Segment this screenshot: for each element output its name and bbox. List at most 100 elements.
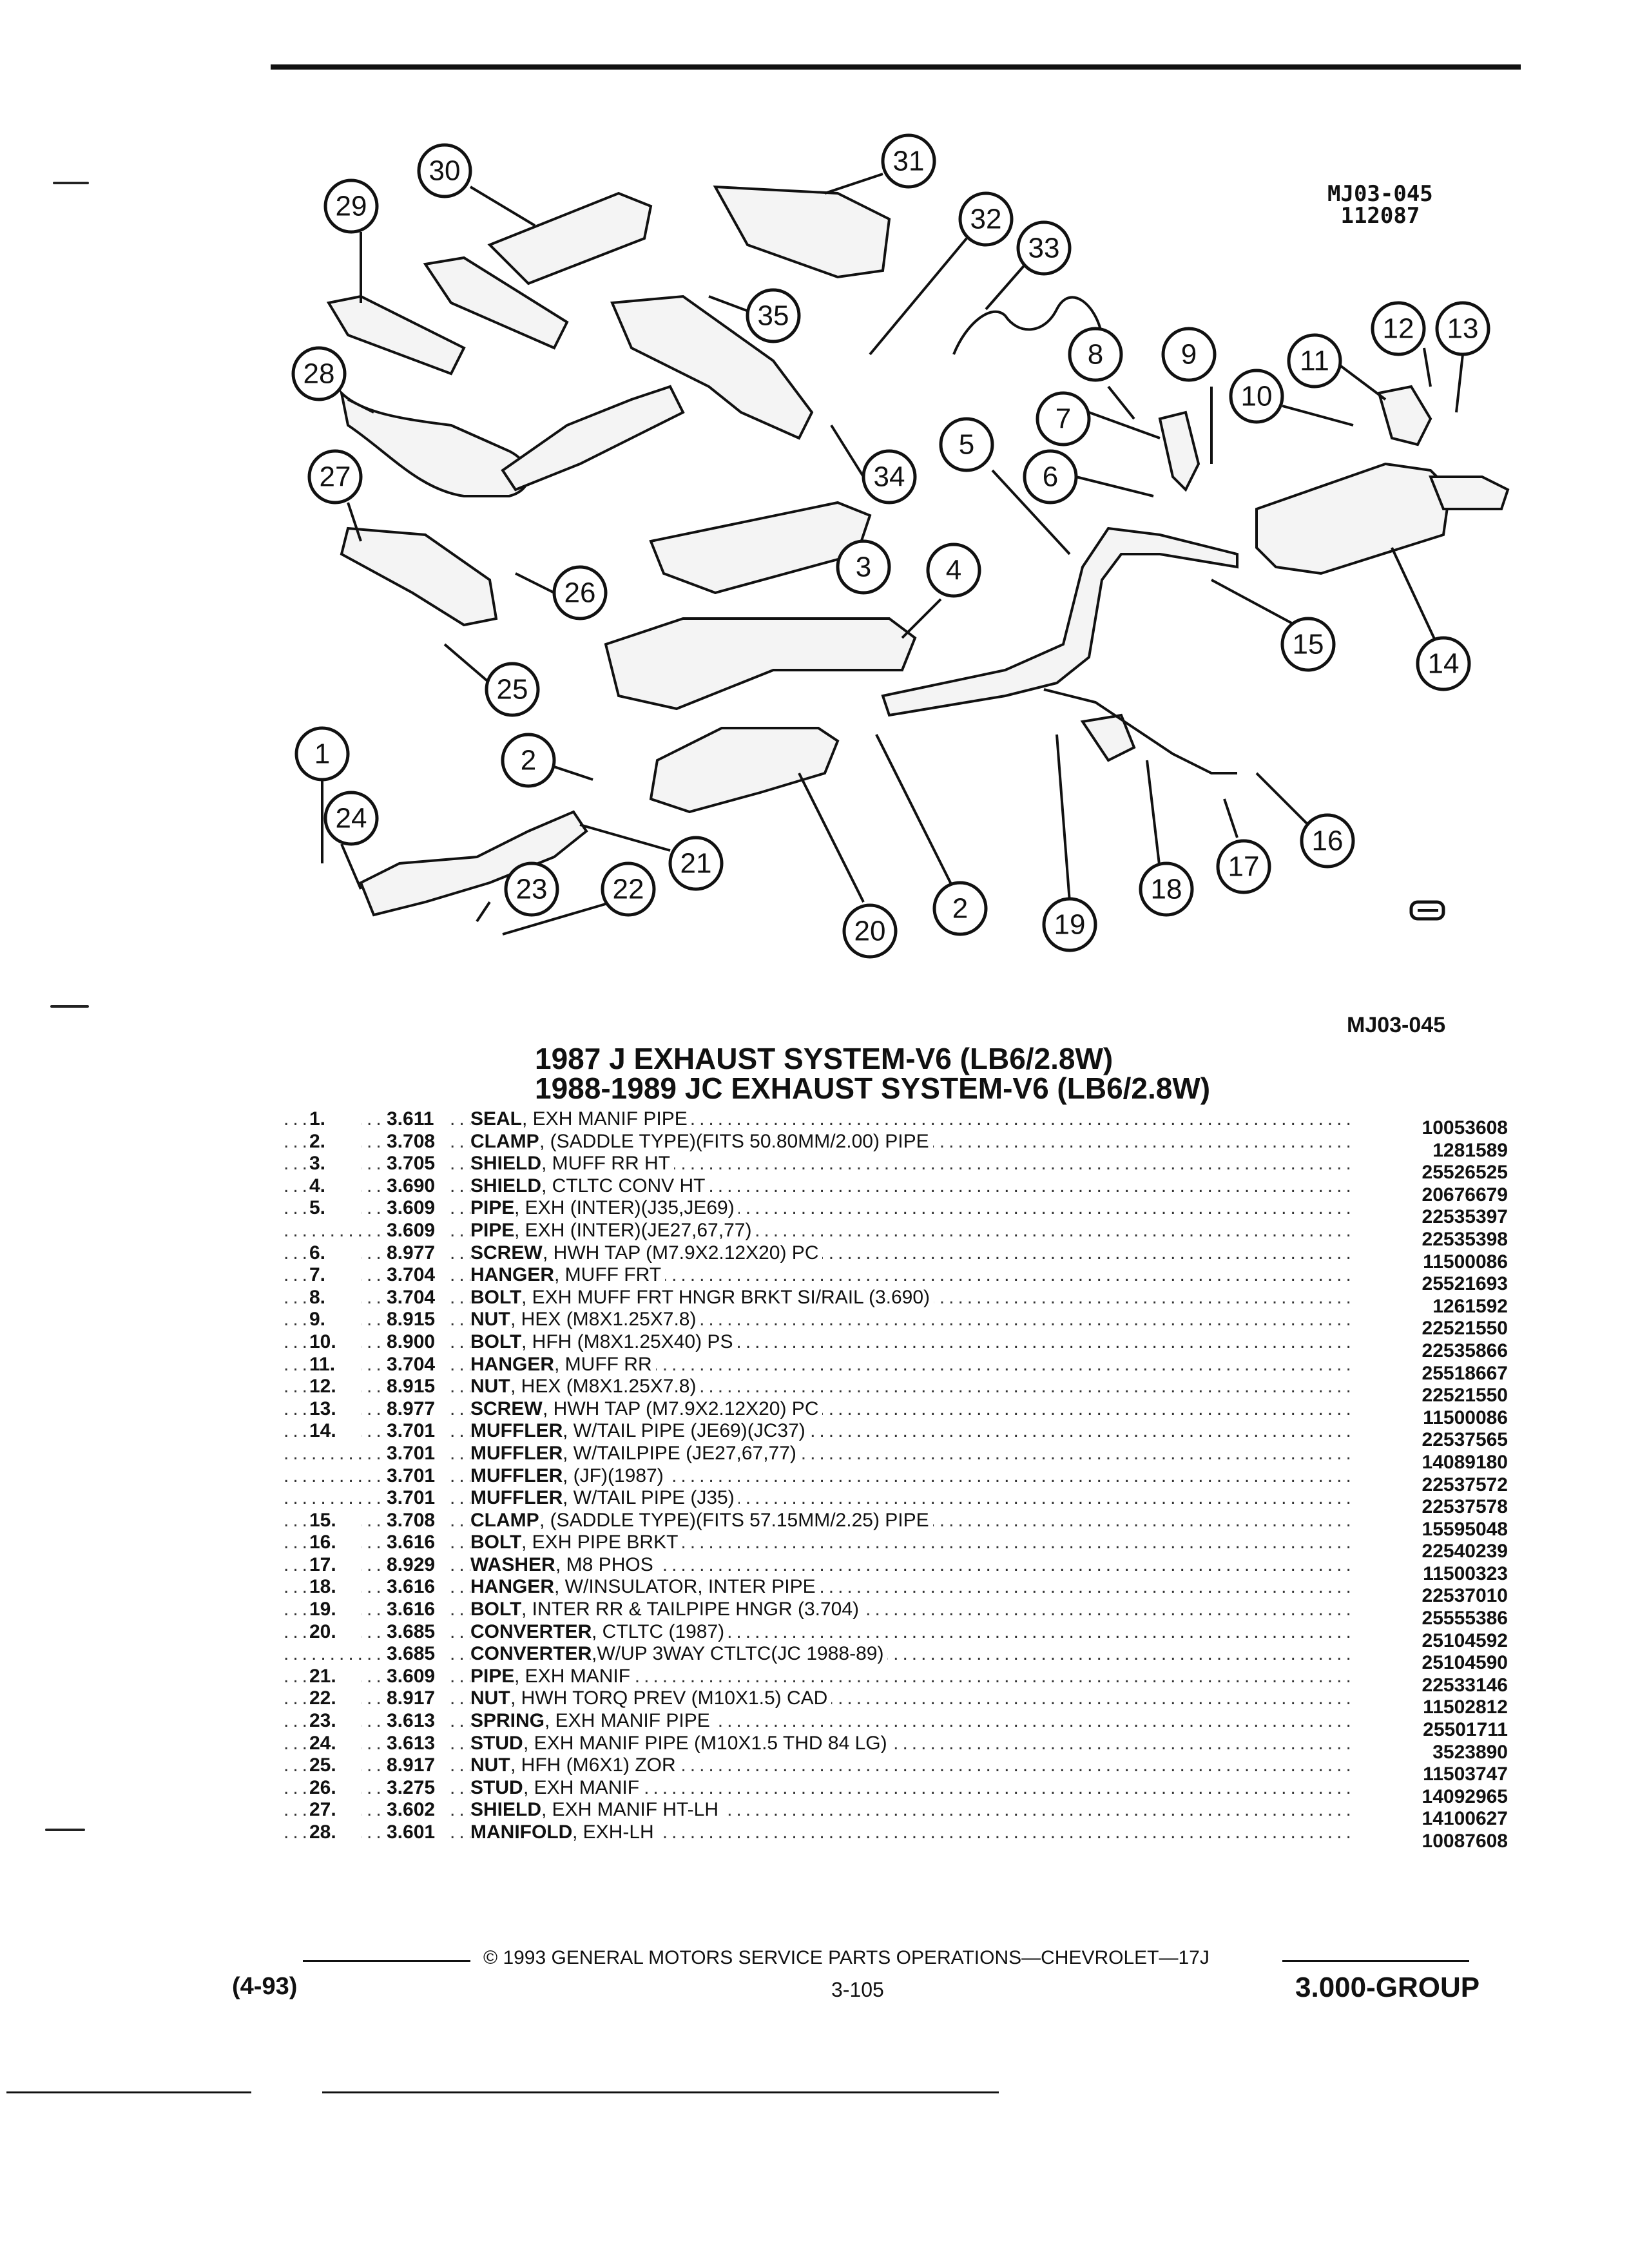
group-number: 3.705 <box>387 1153 451 1175</box>
svg-text:30: 30 <box>429 155 461 187</box>
callout-31: 31 <box>881 133 936 189</box>
part-name: NUT <box>470 1754 510 1777</box>
leader-dots: ........................................… <box>284 1420 1353 1442</box>
parts-list-row: ........................................… <box>284 1710 1508 1742</box>
callout-30: 30 <box>417 143 472 198</box>
part-name: BOLT <box>470 1599 522 1621</box>
callout-21: 21 <box>668 836 724 891</box>
callout-5: 5 <box>939 417 994 472</box>
callout-8: 8 <box>1068 327 1123 382</box>
part-description: , HEX (M8X1.25X7.8) <box>510 1376 700 1398</box>
part-name: STUD <box>470 1732 523 1755</box>
illustration-code-top: MJ03-045 <box>1327 181 1433 207</box>
part-number: 22537572 <box>1360 1474 1508 1497</box>
item-number: 3. <box>309 1153 361 1175</box>
svg-text:3: 3 <box>856 552 871 583</box>
parts-list-row: ........................................… <box>284 1620 1508 1653</box>
parts-list-row: ........................................… <box>284 1175 1508 1207</box>
tail-pipe <box>1429 476 1510 510</box>
group-number: 3.685 <box>387 1643 451 1666</box>
part-number: 1281589 <box>1360 1139 1508 1162</box>
svg-text:5: 5 <box>959 429 974 461</box>
callout-27: 27 <box>307 449 363 505</box>
part-number: 11503747 <box>1360 1763 1508 1786</box>
part-name: CLAMP <box>470 1130 539 1153</box>
callout-18: 18 <box>1139 861 1194 917</box>
item-number: 1. <box>309 1108 361 1131</box>
leader-dots: ........................................… <box>284 1219 1353 1241</box>
catalytic-converter <box>649 727 840 814</box>
item-number: 10. <box>309 1331 361 1354</box>
part-description: , W/TAIL PIPE (JE69)(JC37) <box>563 1420 809 1443</box>
leader-dots: ........................................… <box>284 1710 1353 1732</box>
leader-dots: ........................................… <box>284 1153 1353 1175</box>
part-number: 11502812 <box>1360 1696 1508 1720</box>
item-number: 5. <box>309 1197 361 1220</box>
part-description: , EXH MANIF PIPE (M10X1.5 THD 84 LG) <box>523 1732 891 1755</box>
parts-list-row: ........................................… <box>284 1264 1508 1296</box>
leader-dots: ........................................… <box>284 1376 1353 1398</box>
illustration-code-bottom: MJ03-045 <box>1347 1013 1446 1037</box>
group-number: 8.929 <box>387 1553 451 1577</box>
callout-35: 35 <box>746 288 801 343</box>
title-line-2: 1988-1989 JC EXHAUST SYSTEM-V6 (LB6/2.8W… <box>535 1072 1211 1105</box>
parts-list-row: ........................................… <box>284 1532 1508 1563</box>
part-number: 22537578 <box>1360 1496 1508 1519</box>
parts-list-row: ........................................… <box>284 1331 1508 1363</box>
leader-dots: ........................................… <box>284 1331 1353 1352</box>
group-number: 3.609 <box>387 1665 451 1688</box>
part-name: SHIELD <box>470 1153 542 1175</box>
group-number: 3.613 <box>387 1732 451 1755</box>
part-name: CONVERTER <box>470 1643 592 1666</box>
leader-dots: ........................................… <box>284 1532 1353 1553</box>
callout-3: 3 <box>836 539 891 595</box>
part-name: HANGER <box>470 1353 555 1376</box>
part-description: , CTLTC (1987) <box>592 1620 729 1644</box>
group-number: 3.616 <box>387 1532 451 1554</box>
item-number: 20. <box>309 1620 361 1644</box>
part-number: 15595048 <box>1360 1518 1508 1541</box>
leader-dots: ........................................… <box>284 1442 1353 1464</box>
group-number: 8.977 <box>387 1398 451 1421</box>
part-description: , (SADDLE TYPE)(FITS 50.80MM/2.00) PIPE <box>539 1130 933 1153</box>
item-number: 7. <box>309 1264 361 1287</box>
footer-rule-right <box>1282 1960 1469 1962</box>
part-name: SCREW <box>470 1242 543 1265</box>
part-name: NUT <box>470 1309 510 1331</box>
leader-dots: ........................................… <box>284 1309 1353 1331</box>
part-description: , EXH (INTER)(JE27,67,77) <box>514 1219 756 1242</box>
leader-dots: ........................................… <box>284 1553 1353 1575</box>
part-number: 25555386 <box>1360 1608 1508 1630</box>
svg-text:13: 13 <box>1447 313 1479 345</box>
part-description: , EXH (INTER)(J35,JE69) <box>514 1197 738 1220</box>
item-number: 17. <box>309 1553 361 1577</box>
svg-text:32: 32 <box>970 204 1002 235</box>
leader-dots: ........................................… <box>284 1197 1353 1219</box>
group-number: 3.704 <box>387 1353 451 1376</box>
part-name: SPRING <box>470 1710 545 1733</box>
item-number: 11. <box>309 1353 361 1376</box>
svg-text:2: 2 <box>952 893 968 925</box>
group-number: 3.690 <box>387 1175 451 1198</box>
part-name: SHIELD <box>470 1175 542 1198</box>
part-description: , EXH-LH <box>572 1821 658 1844</box>
crossover-pipe <box>501 385 685 492</box>
part-number: 22537010 <box>1360 1585 1508 1608</box>
group-number: 3.701 <box>387 1465 451 1488</box>
part-name: BOLT <box>470 1331 522 1354</box>
parts-list-row: ........................................… <box>284 1643 1508 1675</box>
part-name: CLAMP <box>470 1509 539 1532</box>
manifold-heat-shield-upper <box>487 191 653 285</box>
group-number: 3.613 <box>387 1710 451 1733</box>
callout-29: 29 <box>323 178 379 234</box>
group-number: 3.611 <box>387 1108 451 1131</box>
part-number: 22540239 <box>1360 1541 1508 1563</box>
muffler-heat-shield <box>649 501 872 595</box>
part-name: BOLT <box>470 1532 522 1554</box>
group-number: 3.616 <box>387 1599 451 1621</box>
diagram-parts <box>326 185 1510 917</box>
part-description: , MUFF RR <box>554 1353 656 1376</box>
callout-20: 20 <box>842 903 898 959</box>
svg-text:10: 10 <box>1241 381 1273 412</box>
parts-list-row: ........................................… <box>284 1153 1508 1184</box>
